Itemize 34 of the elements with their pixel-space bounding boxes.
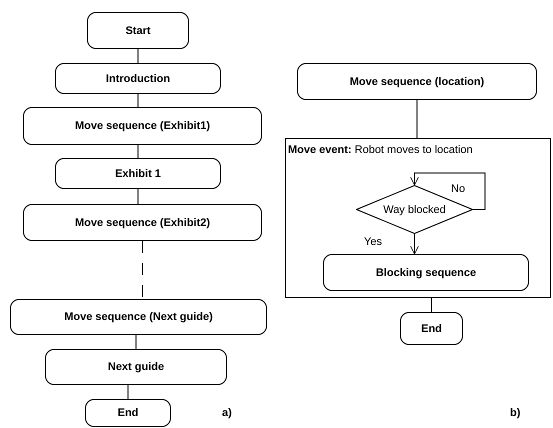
box-label: Next guide <box>108 361 164 373</box>
connector <box>410 234 419 254</box>
decision-label: Way blocked <box>383 204 446 216</box>
box-label: Move sequence (Exhibit2) <box>74 216 210 228</box>
connector <box>416 100 418 138</box>
terminal-box <box>87 12 189 49</box>
edge-label: Yes <box>363 236 383 248</box>
connector <box>410 172 486 210</box>
box-label: Start <box>125 24 151 36</box>
process-box <box>297 63 537 100</box>
process-box <box>55 158 221 189</box>
box-label: Blocking sequence <box>376 266 476 278</box>
process-box <box>23 204 262 241</box>
process-box <box>23 107 262 145</box>
edge-label: No <box>450 183 466 195</box>
box-label: Move sequence (Next guide) <box>64 311 213 323</box>
terminal-box <box>85 399 171 427</box>
frame-heading: Move event: Robot moves to location <box>288 144 473 156</box>
panel-label: a) <box>222 407 232 419</box>
box-label: Move sequence (Exhibit1) <box>74 120 210 132</box>
box-label: Exhibit 1 <box>115 168 161 180</box>
connector <box>431 298 432 312</box>
process-box <box>45 349 227 385</box>
connector <box>142 240 143 300</box>
process-box <box>10 299 267 335</box>
process-box <box>55 63 221 94</box>
process-box <box>323 254 529 291</box>
box-label: Introduction <box>106 72 170 84</box>
box-label: End <box>118 407 138 419</box>
box-label: End <box>421 322 442 334</box>
box-label: Move sequence (location) <box>350 76 484 88</box>
terminal-box <box>400 312 463 345</box>
event-frame <box>285 138 551 298</box>
panel-label: b) <box>510 407 520 419</box>
